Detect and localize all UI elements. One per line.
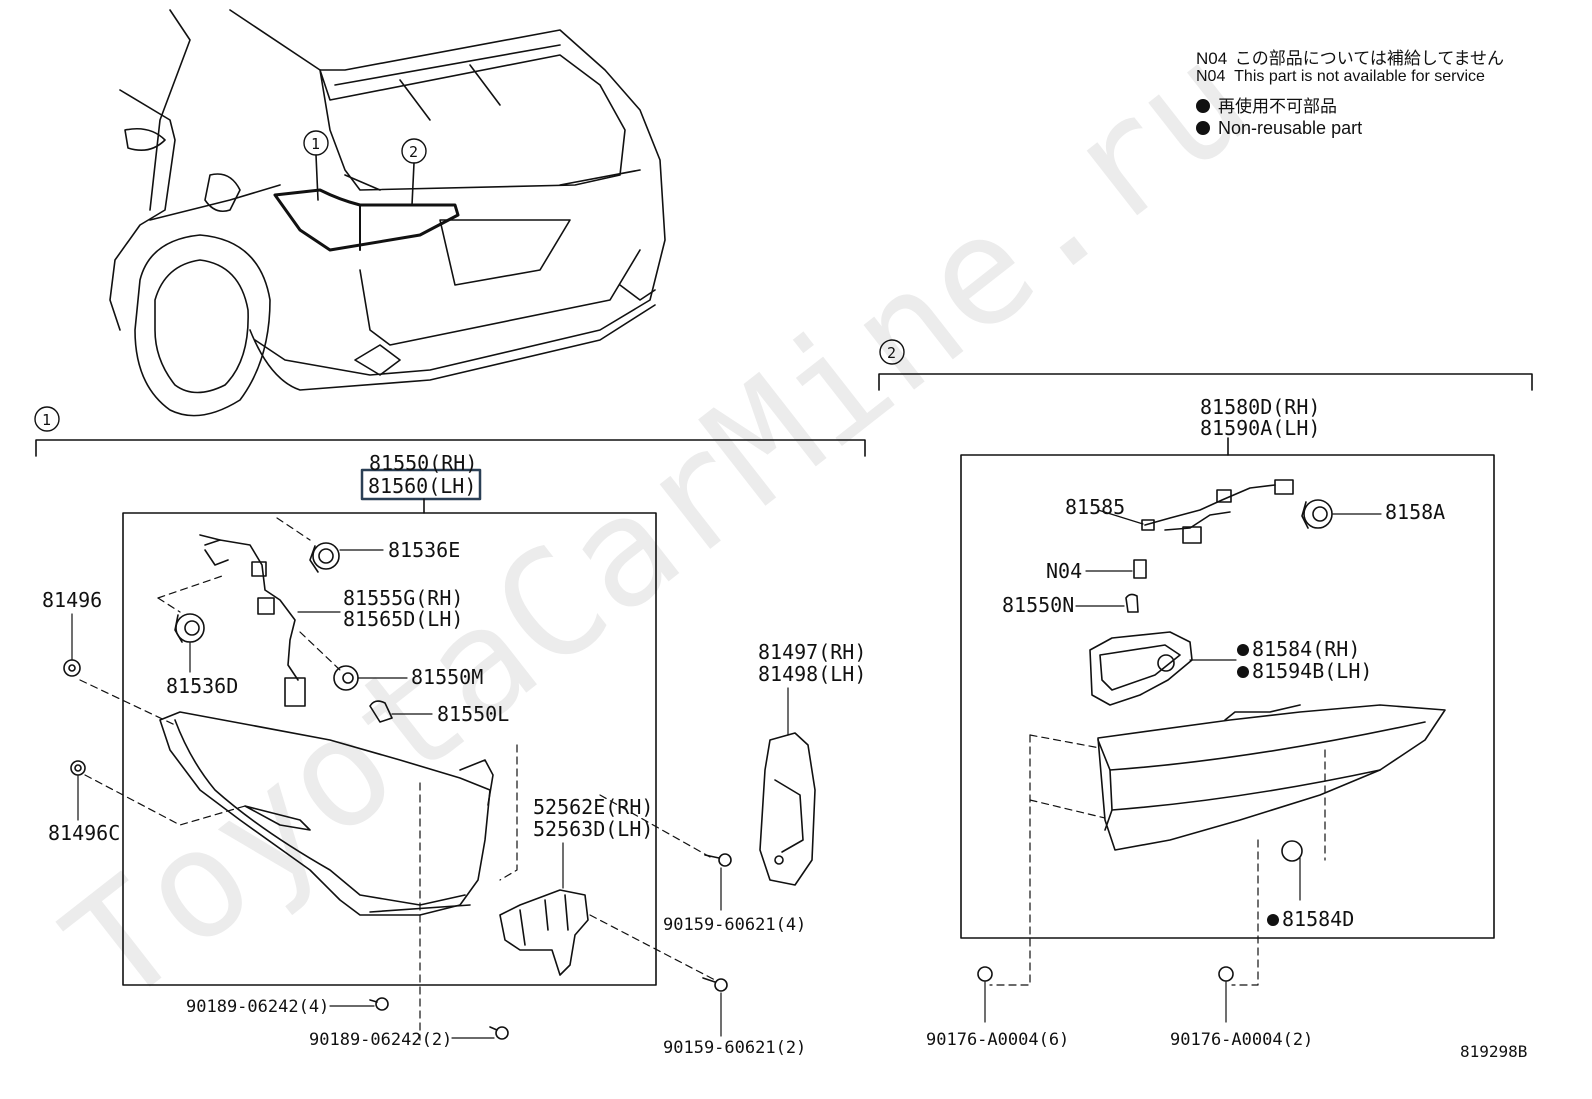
vehicle-illustration [109, 9, 666, 417]
label-81536D: 81536D [166, 674, 238, 698]
label-81497: 81497(RH) [758, 640, 866, 664]
section-2-bracket [878, 373, 1533, 391]
bracket-52562E [499, 889, 589, 976]
label-N04: N04 [1046, 559, 1082, 583]
legend-en-code: N04 [1196, 68, 1226, 85]
label-81555G: 81555G(RH) [343, 586, 463, 610]
label-90189b: 90189-06242(2) [309, 1030, 452, 1050]
label-90176b: 90176-A0004(2) [1170, 1030, 1313, 1050]
screw-90176b [1218, 966, 1234, 982]
gasket-81584 [1089, 631, 1193, 706]
section-2-callout-circle [879, 339, 905, 365]
nonreusable-dot-81584D [1267, 914, 1279, 926]
socket-81536E [309, 542, 340, 573]
retainer-81497 [759, 732, 816, 886]
label-90176a: 90176-A0004(6) [926, 1030, 1069, 1050]
label-81594B: 81594B(LH) [1252, 659, 1372, 683]
lamp-housing-81560 [159, 711, 494, 916]
label-81550M: 81550M [411, 665, 483, 689]
legend-jp-nonreusable: 再使用不可部品 [1196, 92, 1337, 117]
inner-lamp-81580D [1097, 704, 1446, 851]
nonreusable-dot-81584 [1237, 644, 1249, 656]
label-81584: 81584(RH) [1252, 637, 1360, 661]
bulb-81550L [369, 700, 393, 723]
nonreusable-dot-81594B [1237, 666, 1249, 678]
label-81496C: 81496C [48, 821, 120, 845]
section-2-dashed-lines [989, 734, 1326, 986]
legend-jp-text: この部品については補給してません [1234, 49, 1505, 68]
diagram-id: 819298B [1460, 1042, 1527, 1061]
label-8158A: 8158A [1385, 500, 1445, 524]
label-81550L: 81550L [437, 702, 509, 726]
label-81550N: 81550N [1002, 593, 1074, 617]
section-1-callout: 1 [42, 411, 51, 429]
label-52563D: 52563D(LH) [533, 817, 653, 841]
section-1-callout-circle [34, 406, 60, 432]
label-81584D: 81584D [1282, 907, 1354, 931]
section-1-box [122, 512, 657, 986]
label-81498: 81498(LH) [758, 662, 866, 686]
legend-en-nonreusable-text: Non-reusable part [1218, 118, 1363, 138]
car-callout-2: 2 [409, 143, 418, 161]
screw-90176a [977, 966, 993, 982]
label-81536E: 81536E [388, 538, 460, 562]
section-2-box [960, 454, 1495, 939]
section-2-callout: 2 [887, 344, 896, 362]
legend-en-text: This part is not available for service [1234, 68, 1485, 85]
part-N04 [1133, 559, 1147, 579]
legend-jp-line: N04 この部品については補給してません [1196, 44, 1504, 69]
bulb-81550N [1125, 593, 1139, 613]
section-1-bracket [35, 439, 866, 457]
label-81496: 81496 [42, 588, 102, 612]
socket-81550M [333, 665, 359, 691]
highlight-box [360, 468, 482, 501]
label-81580D: 81580D(RH) [1200, 395, 1320, 419]
wire-harness-81555G [199, 534, 306, 707]
legend-en-nonreusable: Non-reusable part [1196, 118, 1362, 139]
nut-81496 [63, 659, 81, 677]
clip-81496C [70, 760, 86, 776]
section-2-leaders [984, 509, 1382, 1023]
section-1-leaders [71, 549, 789, 1039]
legend-jp-code: N04 [1196, 49, 1228, 68]
socket-8158A [1301, 499, 1333, 529]
nonreusable-dot-icon [1196, 99, 1210, 113]
label-52562E: 52562E(RH) [533, 795, 653, 819]
screw-90189a [369, 997, 389, 1011]
label-81550: 81550(RH) [369, 451, 477, 475]
socket-81536D [174, 613, 205, 643]
screw-90189b [489, 1026, 509, 1040]
legend-jp-nonreusable-text: 再使用不可部品 [1218, 97, 1337, 116]
nonreusable-dot-icon [1196, 121, 1210, 135]
label-90159b: 90159-60621(2) [663, 1038, 806, 1058]
car-callout-1: 1 [311, 135, 320, 153]
label-90189a: 90189-06242(4) [186, 997, 329, 1017]
label-81560: 81560(LH) [368, 474, 476, 498]
screw-90159b [702, 977, 728, 992]
seal-81584D [1281, 840, 1303, 862]
label-81590A: 81590A(LH) [1200, 416, 1320, 440]
legend-en-line: N04 This part is not available for servi… [1196, 68, 1485, 86]
label-81585: 81585 [1065, 495, 1125, 519]
label-90159a: 90159-60621(4) [663, 915, 806, 935]
label-81565D: 81565D(LH) [343, 607, 463, 631]
wire-harness-81585 [1141, 479, 1294, 544]
section-1-dashed-lines [79, 517, 716, 1041]
